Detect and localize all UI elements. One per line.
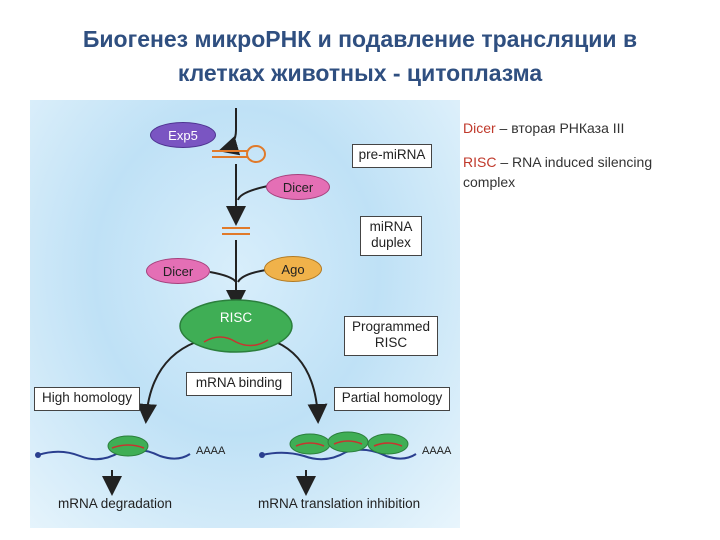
page-title-line-2: клетках животных - цитоплазма xyxy=(177,60,543,86)
risc-loaded-mirna xyxy=(203,336,269,347)
definitions-panel: Dicer – вторая РНКаза III RISC – RNA ind… xyxy=(463,118,703,206)
ago-node: Ago xyxy=(264,256,322,282)
dicer-term: Dicer xyxy=(463,120,496,136)
programmed-risc-line-1: Programmed xyxy=(351,319,431,334)
mirna-duplex-strands xyxy=(222,227,250,235)
arrow-risc-to-high-homology xyxy=(137,341,197,424)
risc-bound-right-2 xyxy=(327,431,369,453)
arrow-ago-join xyxy=(237,269,267,283)
translation-inhibition-label: mRNA translation inhibition xyxy=(258,496,421,511)
page-title-line-1: Биогенез микроРНК и подавление трансляци… xyxy=(82,26,638,52)
risc-bound-right-1 xyxy=(289,433,331,455)
arrow-nucleus-to-premirna xyxy=(218,108,241,156)
risc-term: RISC xyxy=(463,154,497,170)
programmed-risc-line-2: RISC xyxy=(374,335,408,350)
poly-a-left: AAAA xyxy=(196,445,226,457)
arrow-dicer2-join xyxy=(209,271,237,283)
mrna-binding-label: mRNA binding xyxy=(186,372,292,396)
mrna-degradation-label: mRNA degradation xyxy=(58,496,173,511)
poly-a-right: AAAA xyxy=(422,445,452,457)
pre-mirna-label: pre-miRNA xyxy=(352,144,432,168)
mirna-duplex-line-1: miRNA xyxy=(369,219,413,234)
risc-description: – RNA induced silencing complex xyxy=(463,154,653,190)
mirna-duplex-line-2: duplex xyxy=(371,235,411,250)
risc-definition: RISC – RNA induced silencing complex xyxy=(463,152,703,192)
high-homology-label: High homology xyxy=(34,387,140,411)
risc-bound-left xyxy=(107,435,149,457)
dicer-node-1: Dicer xyxy=(266,174,330,200)
risc-label: RISC xyxy=(219,310,253,325)
arrow-risc-to-partial-homology xyxy=(275,341,328,424)
partial-homology-label: Partial homology xyxy=(334,387,450,411)
dicer-definition: Dicer – вторая РНКаза III xyxy=(463,118,703,138)
risc-bound-right-3 xyxy=(367,433,409,455)
pre-mirna-hairpin xyxy=(212,145,266,163)
exp5-node: Exp5 xyxy=(150,122,216,148)
programmed-risc-label: Programmed RISC xyxy=(344,316,438,356)
arrow-dicer-join xyxy=(237,185,269,201)
mirna-duplex-label: miRNA duplex xyxy=(360,216,422,256)
dicer-node-2: Dicer xyxy=(146,258,210,284)
risc-complex xyxy=(179,299,293,353)
dicer-description: – вторая РНКаза III xyxy=(495,120,625,136)
